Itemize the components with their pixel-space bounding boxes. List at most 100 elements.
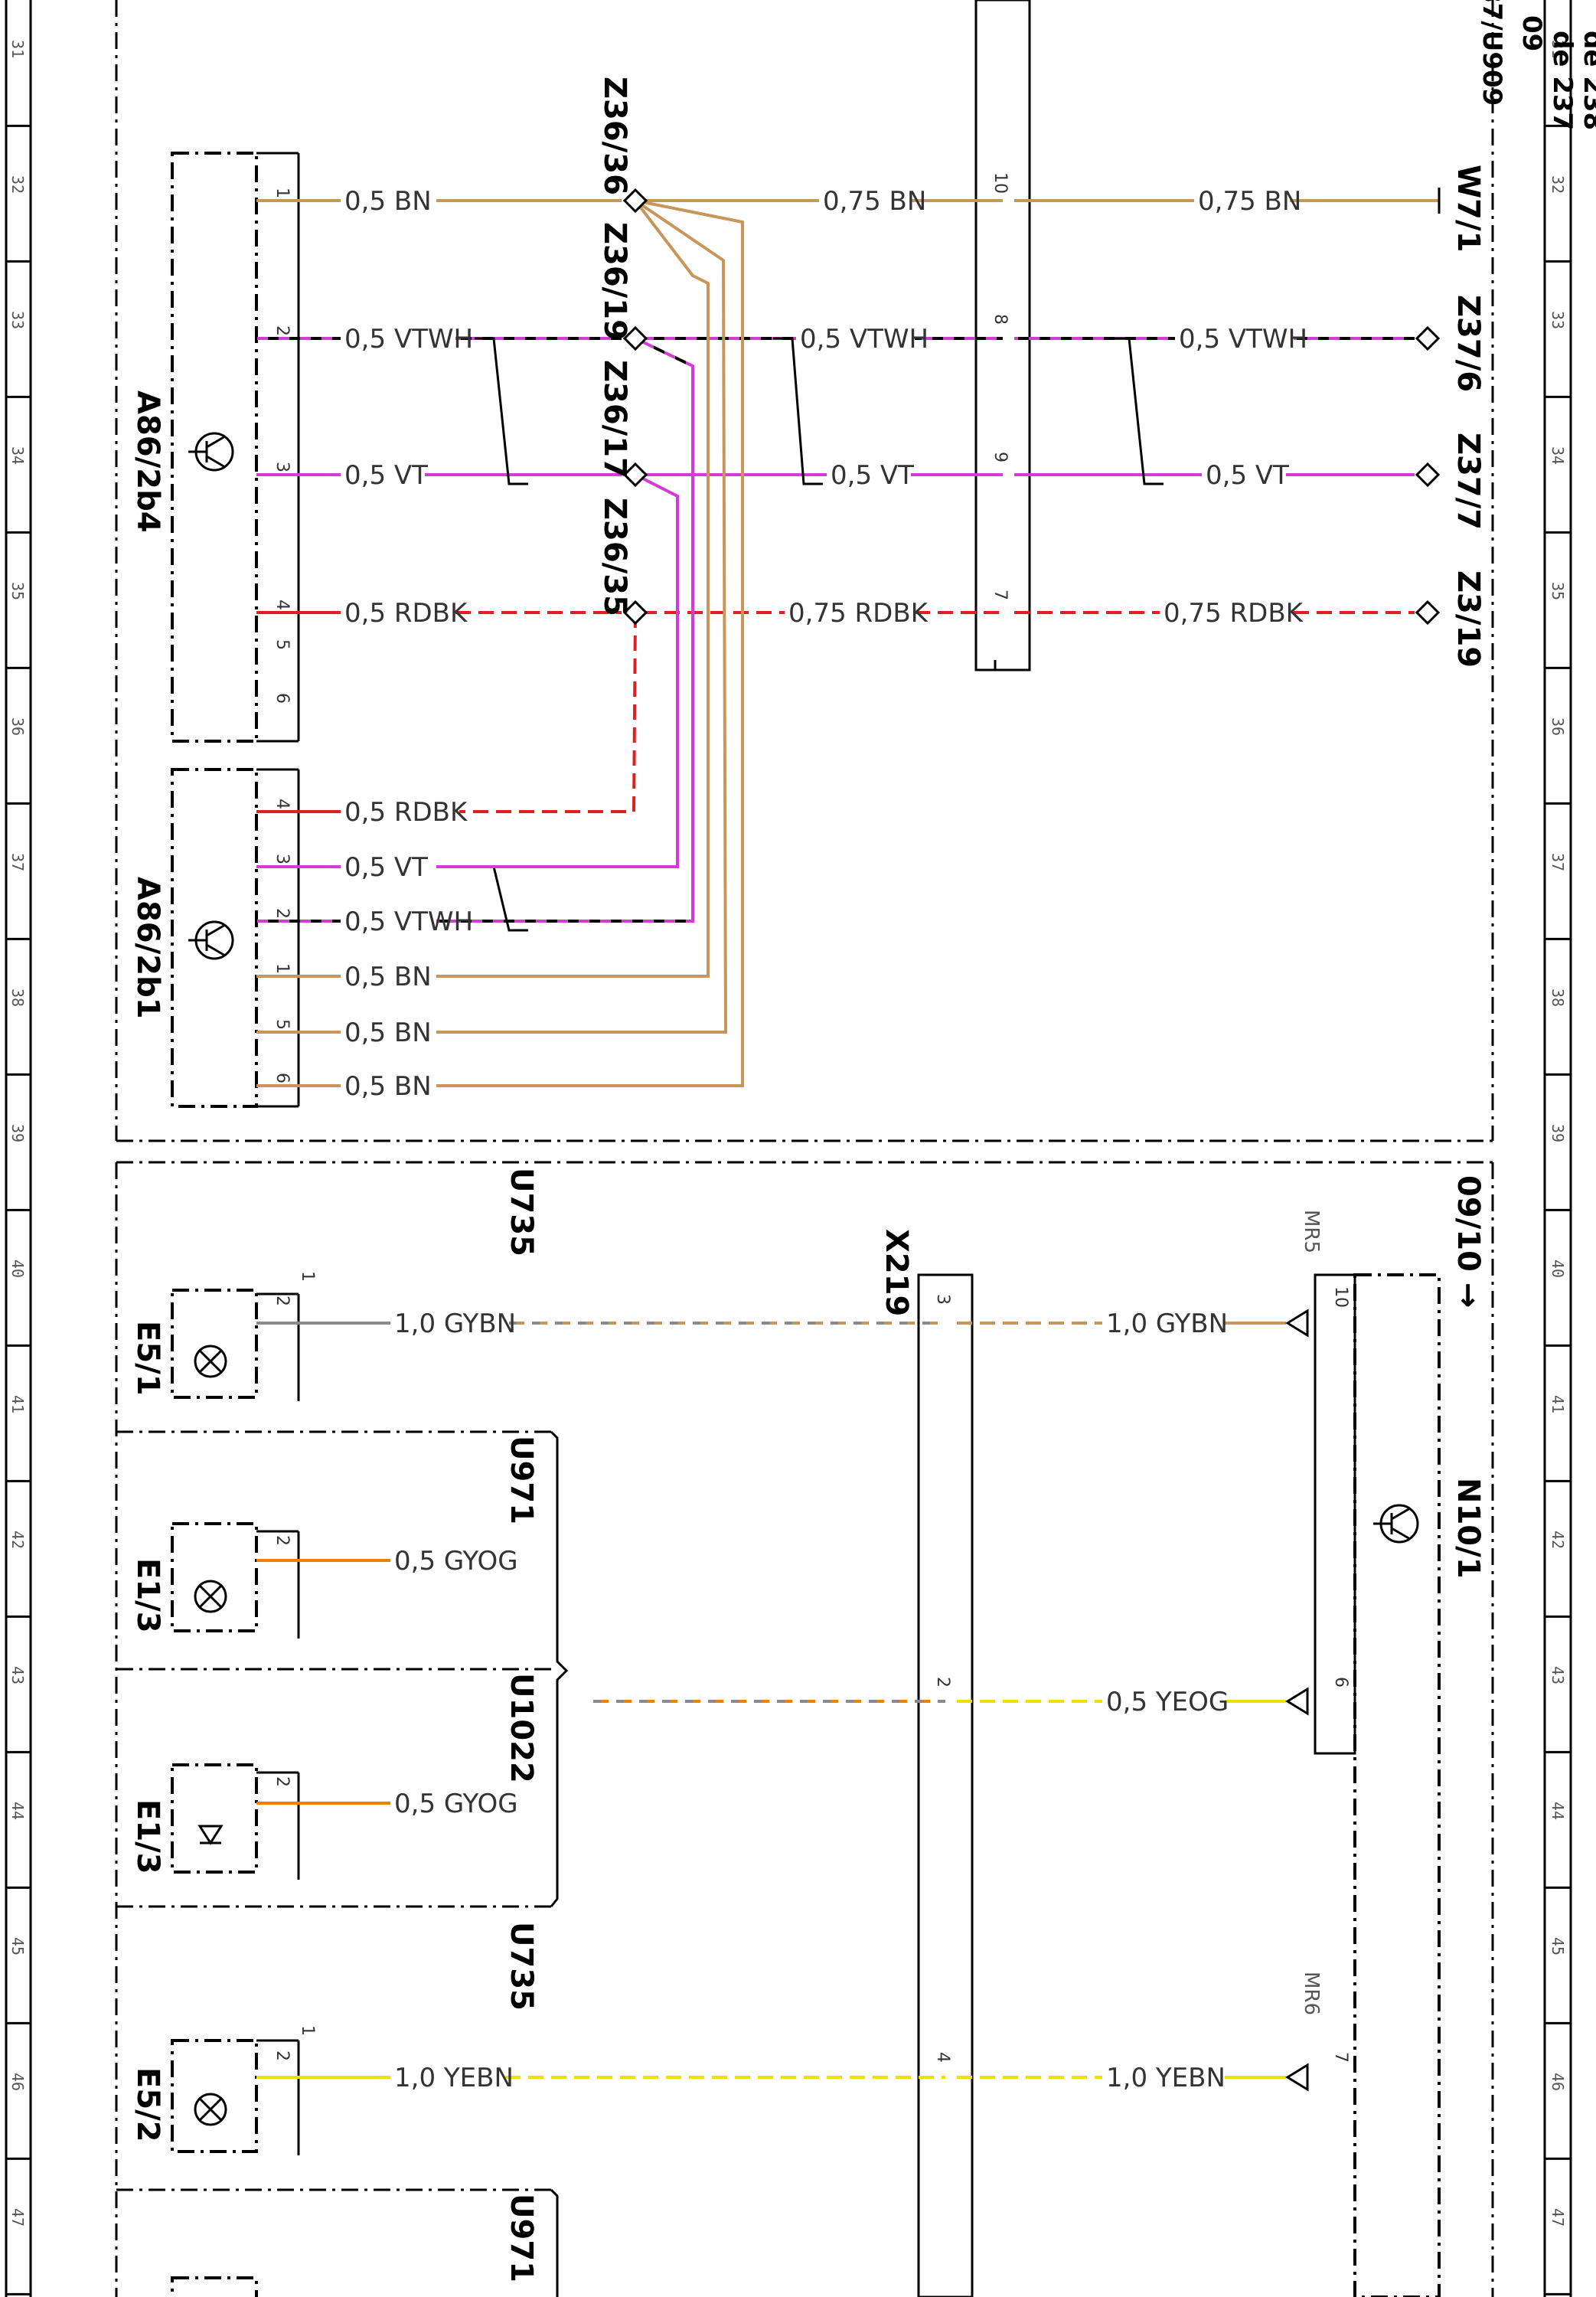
ruler-label-right: 36 — [1549, 717, 1567, 736]
ruler-label-left: 34 — [8, 446, 27, 465]
wire-label-w4b: 0,75 RDBK — [788, 598, 929, 629]
component-n10-1[interactable]: N10/1 MR5 MR6 09/10 → — [1300, 1175, 1486, 2297]
drop-rdbk — [459, 612, 637, 813]
ruler-label-right: 47 — [1549, 2208, 1567, 2227]
variant-u971-b: U971 — [504, 2194, 539, 2282]
right-end-w7-1: W7/1 — [1451, 165, 1486, 252]
transistor-icon — [188, 920, 234, 960]
wire-label-e51a: 1,0 GYBN — [394, 1309, 516, 1339]
n10-1-label: N10/1 — [1451, 1478, 1486, 1579]
ruler-label-left: 33 — [8, 311, 27, 329]
ruler-label-right: 31 — [1549, 40, 1567, 58]
pin-e5-2-2: 2 — [273, 2050, 292, 2061]
ruler-label-left: 47 — [8, 2208, 27, 2227]
wire-label-w1a: 0,5 BN — [344, 186, 432, 217]
ruler-label-right: 39 — [1549, 1124, 1567, 1142]
e5-2-label: E5/2 — [130, 2067, 165, 2142]
wire-label-e52b: 1,0 YEBN — [1106, 2063, 1226, 2093]
e1-3a-label: E1/3 — [130, 1558, 165, 1633]
pin-a86-2b4-2: 2 — [273, 325, 292, 336]
ruler-label-left: 41 — [8, 1395, 27, 1413]
lamp-icon — [194, 1345, 227, 1378]
pin-conn-9: 9 — [991, 452, 1010, 462]
component-e1-3b[interactable]: E1/3 — [130, 1763, 300, 1880]
pin-x219-3: 3 — [933, 1294, 952, 1305]
component-e5-2[interactable]: E5/2 — [130, 2039, 300, 2155]
pin-a86-2b1-3: 3 — [273, 854, 292, 864]
pin-a86-2b4-5: 5 — [273, 639, 292, 650]
e1-3b-label: E1/3 — [130, 1799, 165, 1874]
ruler-label-right: 33 — [1549, 311, 1567, 329]
lower-pin-numbers: 2 1 2 2 2 1 3 2 4 10 6 7 — [273, 1271, 1350, 2063]
ruler-label-right: 41 — [1549, 1395, 1567, 1413]
a86-2b1-label: A86/2b1 — [130, 877, 165, 1019]
ruler-label-left: 31 — [8, 40, 27, 58]
ruler-label-right: 42 — [1549, 1531, 1567, 1549]
pin-a86-2b4-3: 3 — [273, 462, 292, 472]
pin-a86-2b1-4: 4 — [273, 799, 292, 809]
pin-n10-1-6: 6 — [1331, 1677, 1350, 1688]
ruler-left — [5, 0, 32, 2297]
wire-bn-row[interactable] — [256, 188, 1441, 214]
transistor-icon — [1373, 1504, 1419, 1544]
wire-label-w4a: 0,5 RDBK — [344, 598, 468, 629]
transistor-icon — [188, 432, 234, 472]
variant-bracket — [550, 1430, 569, 2297]
pin-a86-2b1-6: 6 — [273, 1073, 292, 1083]
component-a86-2b4[interactable]: A86/2b4 — [130, 152, 300, 743]
ruler-label-left: 43 — [8, 1666, 27, 1684]
splice-z36-36-label: Z36/36 — [597, 77, 632, 195]
mr5-code: MR5 — [1300, 1210, 1323, 1253]
a86-2b1-pins: 4 3 2 1 5 6 — [273, 799, 292, 1083]
component-e1-3a[interactable]: E1/3 — [130, 1522, 300, 1639]
upper-wire-labels: 0,5 BN 0,75 BN 0,75 BN 0,5 VTWH 0,5 VTWH… — [344, 186, 1307, 629]
ruler-label-right: 45 — [1549, 1937, 1567, 1956]
pin-e1-3a-2: 2 — [273, 1535, 292, 1546]
x219-label: X219 — [879, 1229, 914, 1316]
right-end-z3-19: Z3/19 — [1451, 570, 1486, 668]
ruler-label-left: 32 — [8, 175, 27, 194]
wire-label-n6: 0,5 YEOG — [1106, 1687, 1229, 1717]
wire-label-w1b: 0,75 BN — [823, 186, 926, 217]
top-right-partial: 87/U909 09 de 237 de 238 — [1477, 0, 1596, 130]
pin-a86-2b4-4: 4 — [273, 600, 292, 610]
pin-a86-2b4-6: 6 — [273, 693, 292, 704]
ruler-label-right: 34 — [1549, 446, 1567, 465]
ruler-label-left: 38 — [8, 988, 27, 1007]
ruler-label-right: 46 — [1549, 2073, 1567, 2091]
connector-upper-pins: 10 8 9 7 — [991, 172, 1010, 600]
connector-upper[interactable] — [974, 0, 1031, 671]
pin-conn-8: 8 — [991, 314, 1010, 325]
component-e5-1[interactable]: E5/1 — [130, 1289, 300, 1401]
ruler-label-left: 40 — [8, 1260, 27, 1278]
ruler-label-left: 42 — [8, 1531, 27, 1549]
variant-labels: U735 U971 U1022 U735 U971 — [504, 1168, 539, 2282]
wire-label-e13a: 0,5 GYOG — [394, 1546, 518, 1577]
connector-x219[interactable]: X219 — [879, 1229, 974, 2297]
variant-u971-a: U971 — [504, 1436, 539, 1524]
lamp-icon — [194, 2093, 227, 2126]
led-icon — [197, 1825, 224, 1845]
b1-wire-labels: 0,5 RDBK 0,5 VT 0,5 VTWH 0,5 BN 0,5 BN 0… — [344, 797, 473, 1102]
n10-1-triangles — [1285, 1309, 1309, 2092]
pin-e5-1-1: 1 — [298, 1271, 317, 1282]
splice-z36-17-label: Z36/17 — [597, 360, 632, 479]
splice-diamonds[interactable] — [622, 188, 648, 626]
e5-1-label: E5/1 — [130, 1321, 165, 1396]
wire-label-w3c: 0,5 VT — [1206, 460, 1289, 491]
ruler-label-left: 39 — [8, 1124, 27, 1142]
wire-label-b1-2: 0,5 VTWH — [344, 907, 473, 937]
wire-label-b1-6: 0,5 BN — [344, 1071, 432, 1102]
a86-2b4-label: A86/2b4 — [130, 390, 165, 533]
ruler-label-left: 35 — [8, 582, 27, 600]
partial-line-4: de 237 — [1547, 31, 1578, 130]
lower-wire-labels: 1,0 GYBN 1,0 GYBN 0,5 GYOG 0,5 GYOG 0,5 … — [394, 1309, 1229, 2093]
right-end-diamonds[interactable] — [1415, 325, 1441, 626]
drop-vtwh — [528, 337, 694, 923]
ruler-label-right: 40 — [1549, 1260, 1567, 1278]
component-a86-2b1[interactable]: A86/2b1 — [130, 768, 300, 1108]
wire-label-b1-1: 0,5 BN — [344, 962, 432, 992]
pin-a86-2b1-1: 1 — [273, 963, 292, 974]
right-end-z37-6: Z37/6 — [1451, 295, 1486, 392]
wire-label-w4c: 0,75 RDBK — [1164, 598, 1304, 629]
